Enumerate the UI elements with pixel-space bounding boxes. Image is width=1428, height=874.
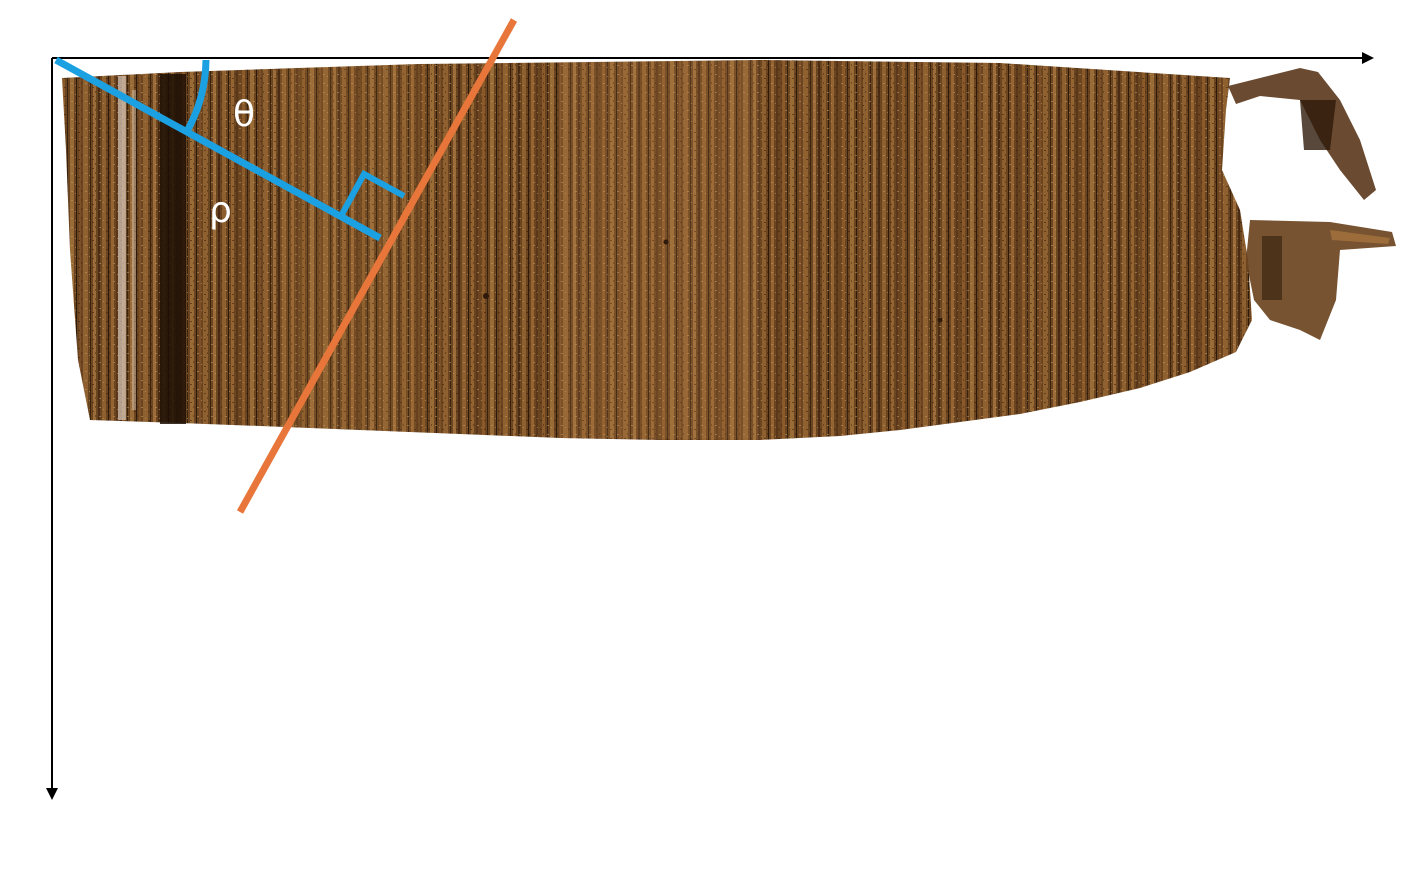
wood-board-fragment	[1228, 68, 1396, 340]
detected-line	[236, 18, 518, 514]
theta-arc	[182, 59, 210, 135]
theta-label: θ	[233, 94, 255, 135]
rho-segment	[54, 56, 382, 242]
normal-vector	[54, 56, 406, 242]
wood-board-image	[62, 60, 1396, 440]
rho-label: ρ	[209, 190, 232, 231]
coordinate-axes	[46, 52, 1374, 800]
right-angle-marker	[338, 169, 406, 218]
